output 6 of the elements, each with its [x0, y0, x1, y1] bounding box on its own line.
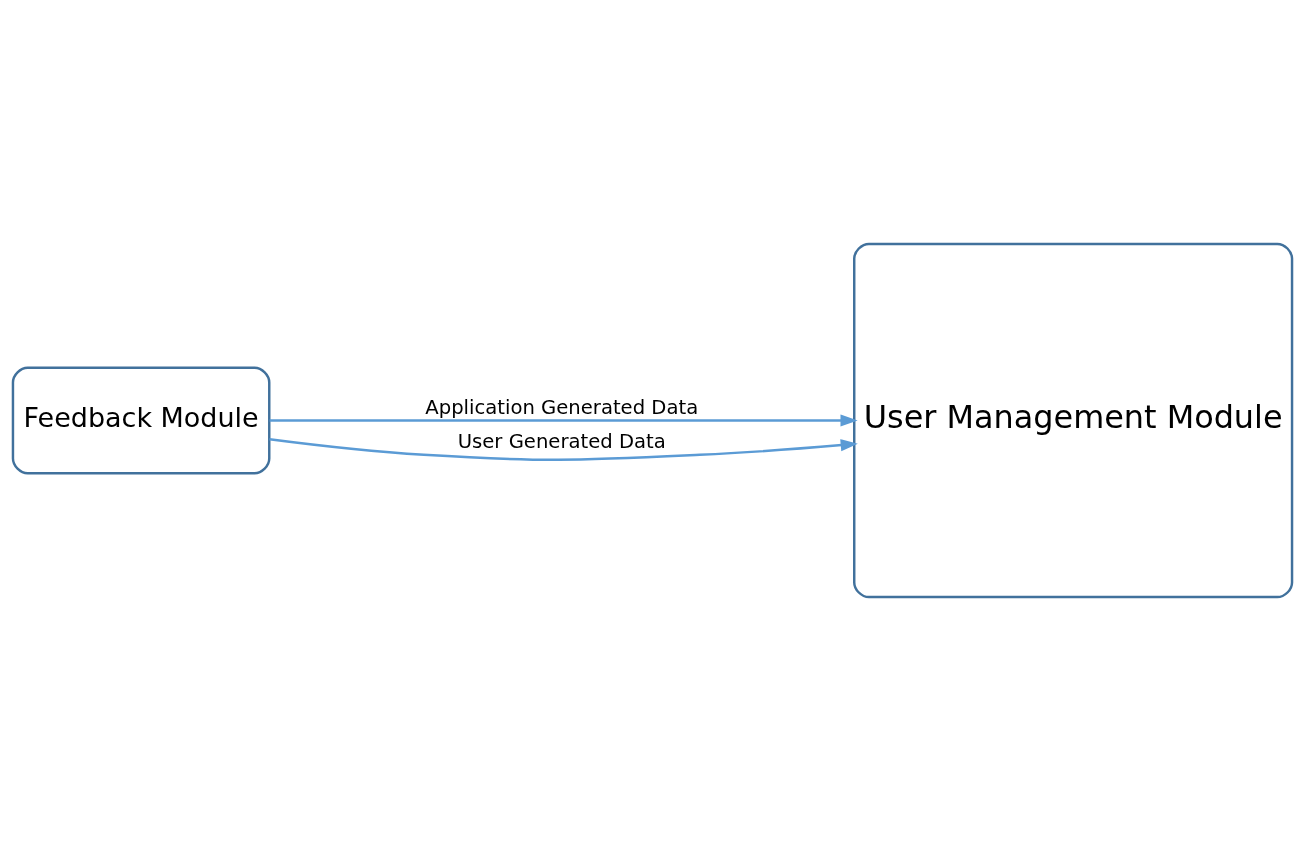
node-box: Feedback Module: [11, 366, 271, 475]
edge-label: Application Generated Data: [425, 396, 699, 420]
arrow: [269, 438, 858, 461]
arrow: [269, 414, 858, 427]
node-box: User Management Module: [853, 242, 1294, 599]
edge-label: User Generated Data: [457, 430, 666, 454]
